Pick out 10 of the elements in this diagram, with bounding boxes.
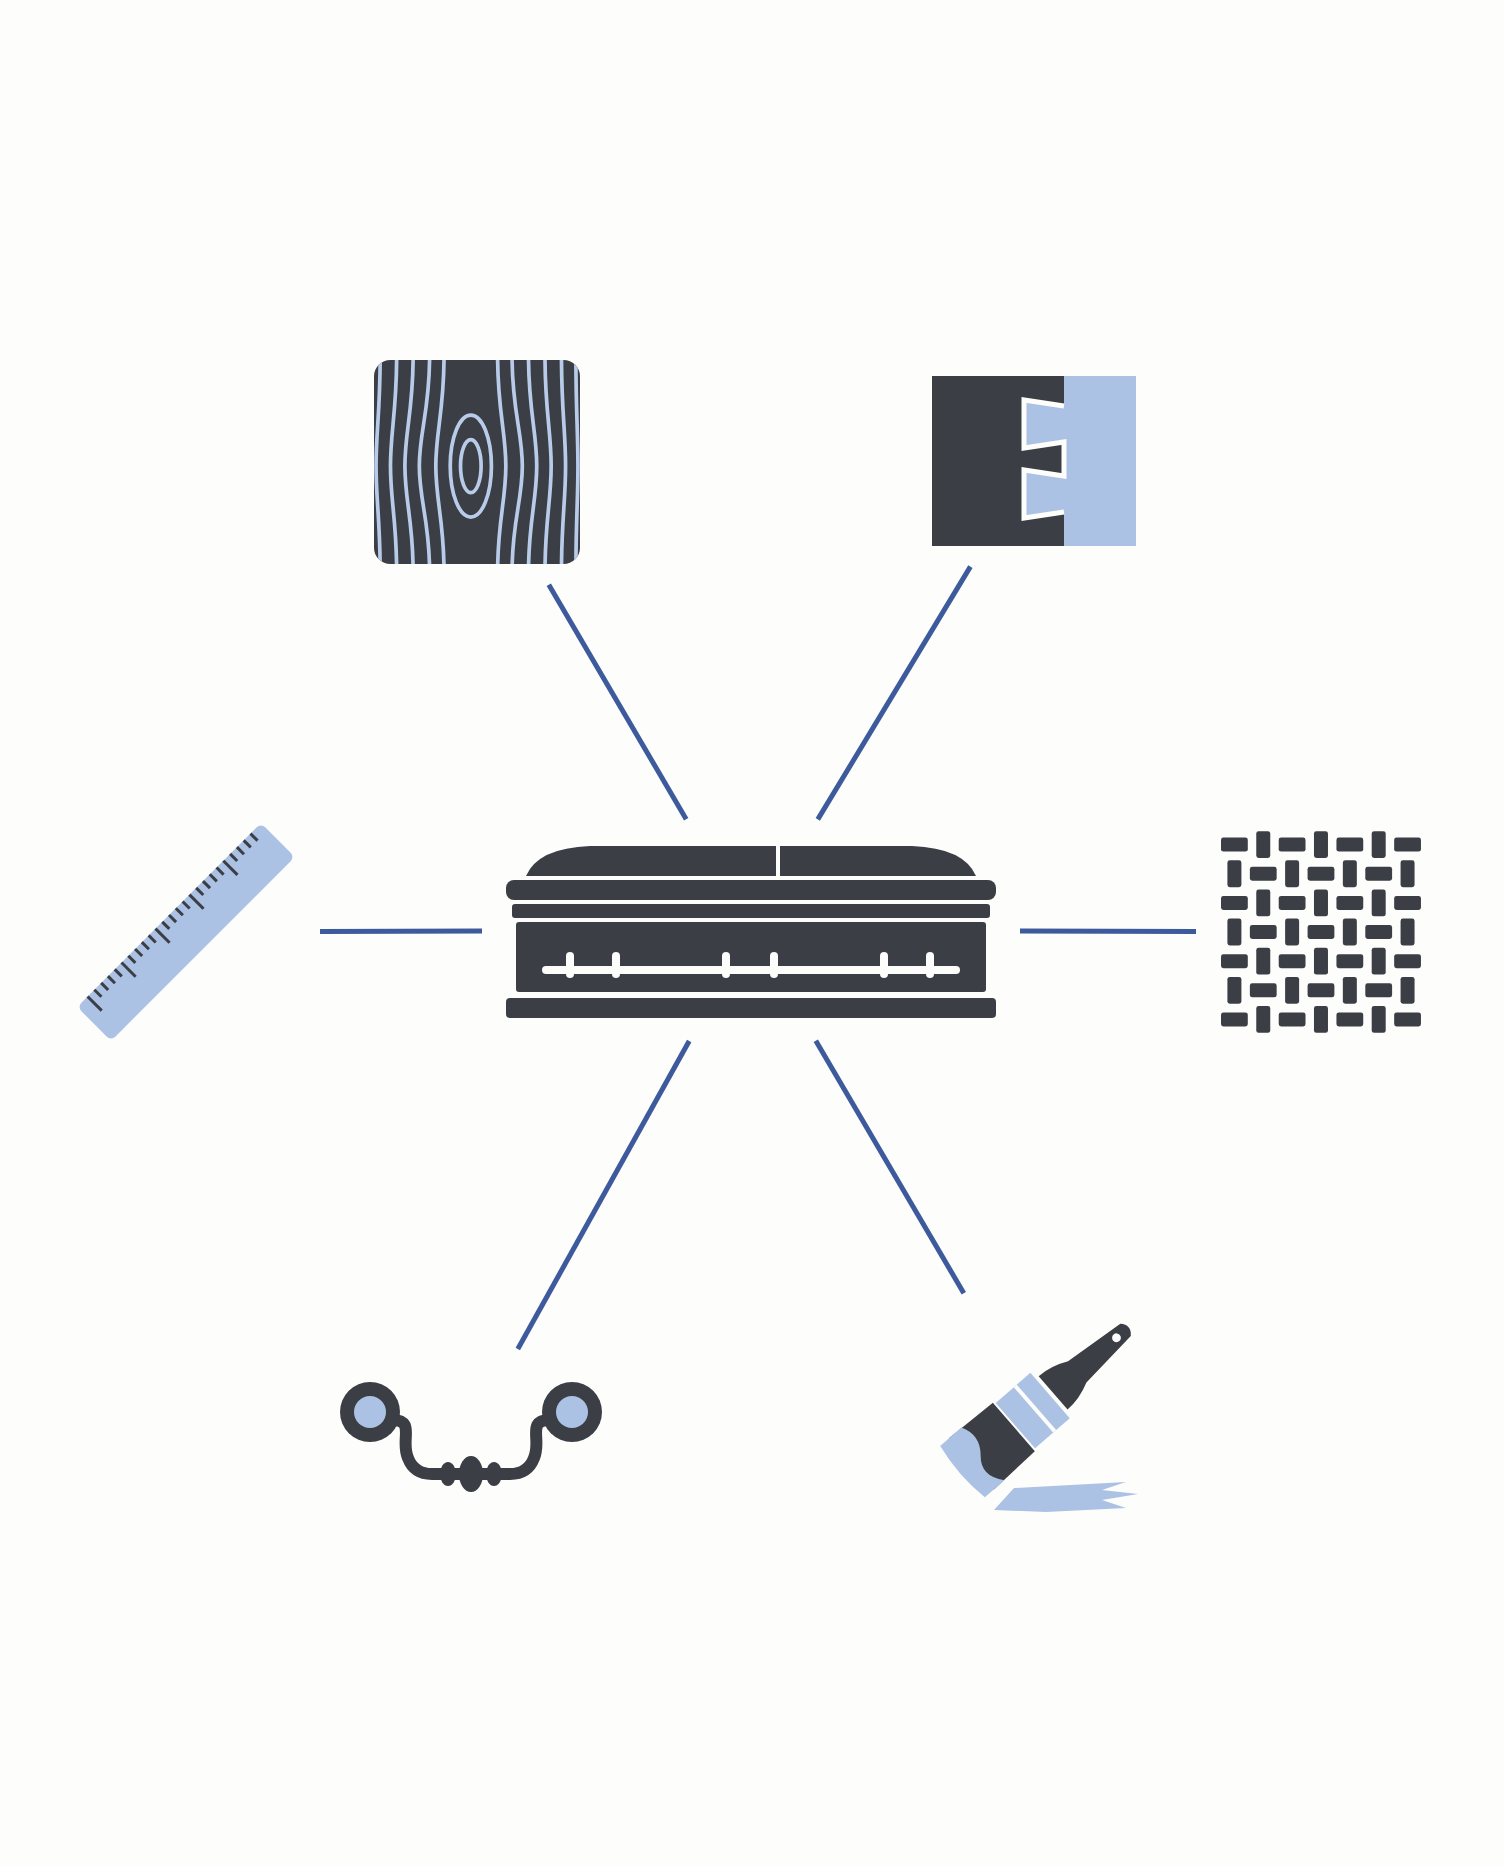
wood-joint-icon [932,376,1136,546]
connector-line [320,928,482,935]
connector-line [546,583,689,821]
woven-fabric-icon [1220,830,1422,1034]
connector-line [813,1039,966,1295]
connector-line [815,565,973,821]
wood-grain-icon [374,360,580,564]
connector-line [1020,928,1196,935]
casket-icon [506,840,996,1020]
connector-line [515,1039,692,1351]
